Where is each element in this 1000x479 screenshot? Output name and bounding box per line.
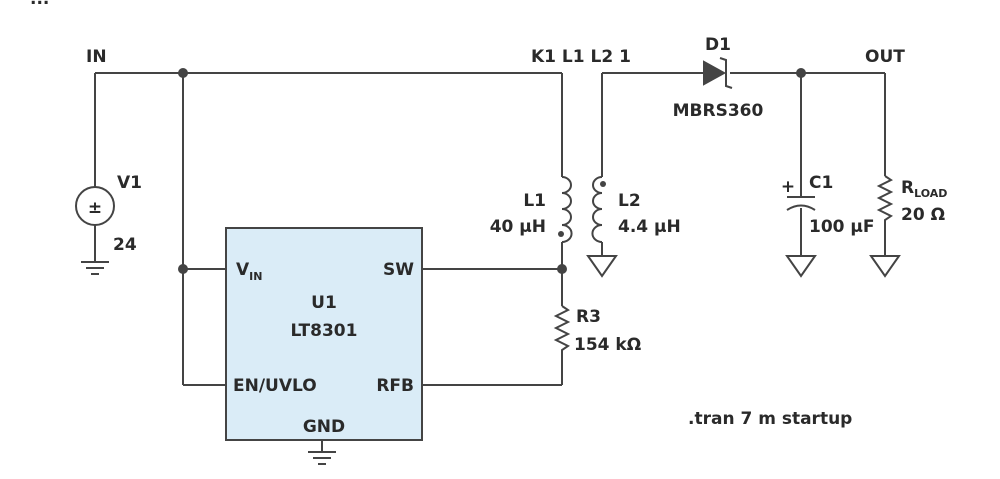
u1-pin-en-uvlo: EN/UVLO: [233, 376, 317, 396]
d1-part: MBRS360: [673, 101, 764, 121]
inductor-l1: [561, 176, 573, 243]
ic-u1-body: [225, 227, 423, 441]
junction-dot-sw: [557, 264, 567, 274]
u1-pin-vin-main: V: [236, 260, 250, 280]
ground-symbol-v1: [81, 261, 109, 275]
rload-name: RLOAD: [901, 178, 947, 200]
inductor-l2: [591, 176, 603, 243]
u1-part: LT8301: [291, 321, 358, 341]
rload-name-main: R: [901, 178, 914, 198]
d1-name: D1: [705, 35, 731, 55]
l1-value: 40 µH: [490, 217, 546, 237]
capacitor-c1: [786, 196, 816, 211]
u1-pin-vin-sub: IN: [249, 270, 262, 283]
resistor-rload: [876, 175, 894, 224]
net-label-coupling: K1 L1 L2 1: [531, 47, 631, 67]
c1-name: C1: [809, 173, 833, 193]
l1-name: L1: [523, 191, 546, 211]
wires: [94, 72, 886, 452]
resistor-r3: [553, 305, 571, 354]
clipped-caption-text: ...: [30, 0, 49, 9]
u1-name: U1: [311, 293, 337, 313]
l2-name: L2: [618, 191, 641, 211]
ground-symbol-u1: [308, 451, 336, 465]
net-label-in: IN: [86, 47, 107, 67]
u1-pin-vin: VIN: [236, 260, 262, 283]
ground-symbol-l2: [586, 255, 618, 278]
u1-pin-rfb: RFB: [376, 376, 414, 396]
junction-dot-vin: [178, 264, 188, 274]
ground-symbol-rload: [869, 255, 901, 278]
sim-directive: .tran 7 m startup: [688, 409, 852, 429]
r3-name: R3: [576, 307, 601, 327]
c1-value: 100 µF: [809, 217, 875, 237]
v1-value: 24: [113, 235, 137, 255]
v1-symbol: ±: [88, 198, 102, 218]
net-label-out: OUT: [865, 47, 905, 67]
diode-d1: [703, 57, 733, 89]
c1-polarity: +: [781, 177, 795, 197]
junction-dot-in: [178, 68, 188, 78]
u1-pin-sw: SW: [383, 260, 414, 280]
ground-symbol-c1: [785, 255, 817, 278]
rload-name-sub: LOAD: [914, 187, 947, 200]
l2-value: 4.4 µH: [618, 217, 681, 237]
rload-value: 20 Ω: [901, 205, 945, 225]
voltage-source-v1: ±: [75, 186, 115, 226]
l2-phase-dot: [600, 181, 606, 187]
v1-name: V1: [117, 173, 142, 193]
l1-phase-dot: [558, 231, 564, 237]
junction-dot-out: [796, 68, 806, 78]
u1-pin-gnd: GND: [303, 417, 345, 437]
r3-value: 154 kΩ: [574, 335, 641, 355]
